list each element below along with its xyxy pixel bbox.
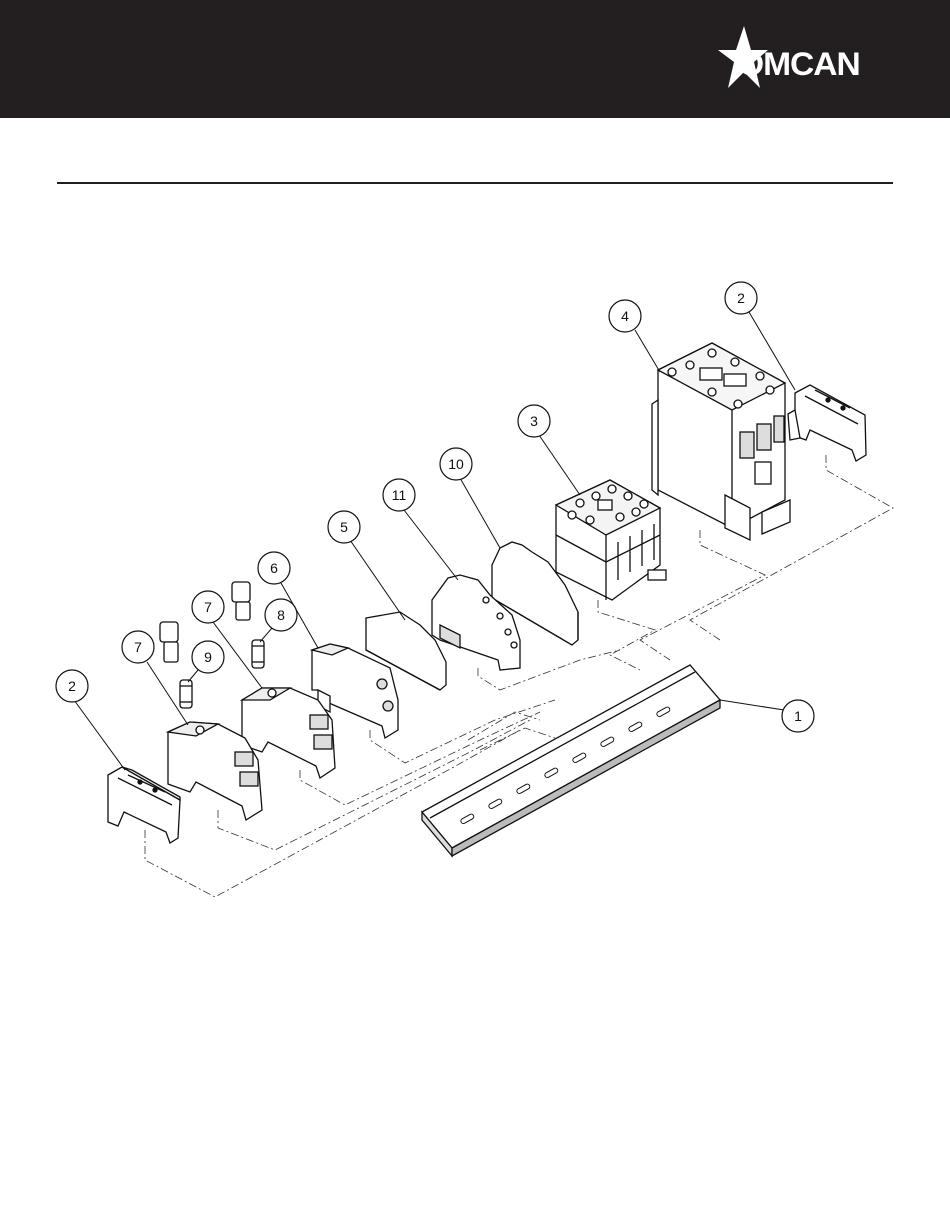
callout-6: 6 bbox=[258, 552, 290, 584]
callout-2-right: 2 bbox=[725, 282, 757, 314]
callout-7-lower: 7 bbox=[122, 631, 154, 663]
callout-9-label: 9 bbox=[204, 649, 212, 665]
callout-3: 3 bbox=[518, 405, 550, 437]
fuse-cap-upper bbox=[232, 582, 250, 620]
callout-9: 9 bbox=[192, 641, 224, 673]
callout-5: 5 bbox=[328, 511, 360, 543]
callout-5-label: 5 bbox=[340, 519, 348, 535]
cartridge-fuse-8 bbox=[252, 640, 264, 668]
fuse-cap-lower bbox=[160, 622, 178, 662]
auxiliary-contactor bbox=[556, 480, 666, 600]
callout-1: 1 bbox=[782, 700, 814, 732]
callout-2-left: 2 bbox=[56, 670, 88, 702]
main-contactor bbox=[652, 343, 790, 540]
din-rail bbox=[422, 665, 720, 856]
callout-6-label: 6 bbox=[270, 560, 278, 576]
callout-8-label: 8 bbox=[277, 607, 285, 623]
callout-7-upper-label: 7 bbox=[204, 599, 212, 615]
callout-10-label: 10 bbox=[448, 456, 464, 472]
end-terminal-right bbox=[788, 385, 866, 461]
cartridge-fuse-9 bbox=[180, 680, 192, 708]
callout-7-upper: 7 bbox=[192, 591, 224, 623]
callout-8: 8 bbox=[265, 599, 297, 631]
callout-4: 4 bbox=[609, 300, 641, 332]
callout-7-lower-label: 7 bbox=[134, 639, 142, 655]
callout-3-label: 3 bbox=[530, 413, 538, 429]
callout-2-left-label: 2 bbox=[68, 678, 76, 694]
callout-2-right-label: 2 bbox=[737, 290, 745, 306]
callout-11: 11 bbox=[383, 479, 415, 511]
callout-11-label: 11 bbox=[392, 487, 407, 503]
callout-1-label: 1 bbox=[794, 708, 802, 724]
callout-10: 10 bbox=[440, 448, 472, 480]
callout-4-label: 4 bbox=[621, 308, 629, 324]
